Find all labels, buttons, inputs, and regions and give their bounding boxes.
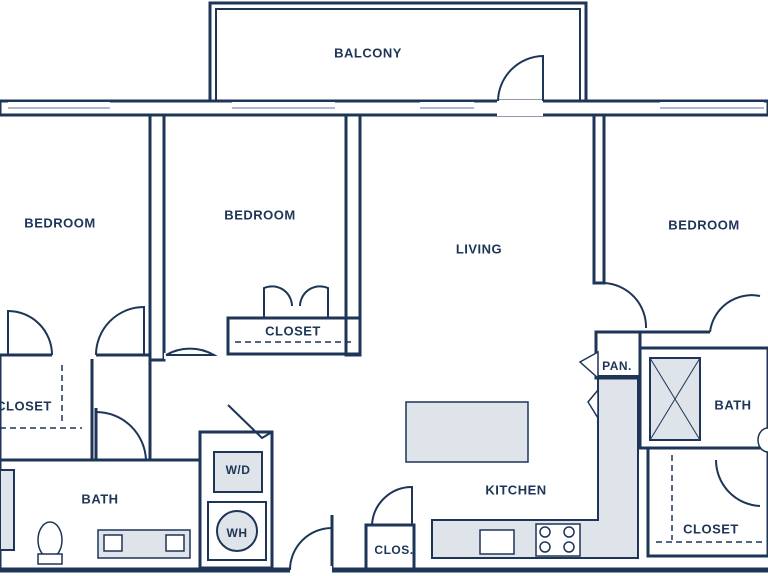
label-water-heater: WH	[226, 526, 248, 540]
room-label-bath-left: BATH	[81, 491, 119, 507]
label-washer-dryer: W/D	[225, 463, 251, 477]
room-label-closet-right: CLOSET	[683, 521, 739, 537]
closet-right-wall	[646, 446, 768, 558]
closet-small-wall	[364, 523, 416, 572]
door-swings	[7, 54, 761, 571]
sink-icon	[103, 534, 123, 552]
sink-icon	[165, 534, 185, 552]
room-label-closet-left: CLOSET	[0, 398, 52, 414]
exterior-wall-top	[0, 99, 768, 117]
room-label-living: LIVING	[455, 241, 503, 257]
closet-middle-wall	[226, 316, 362, 356]
room-label-bedroom-right: BEDROOM	[668, 217, 740, 233]
room-label-pantry: PAN.	[602, 359, 632, 373]
fixtures	[37, 350, 768, 565]
wall-bedroom-divider	[148, 113, 166, 362]
room-label-bedroom-middle: BEDROOM	[224, 207, 296, 223]
room-label-balcony: BALCONY	[334, 45, 402, 61]
room-label-bath-right: BATH	[714, 397, 752, 413]
kitchen-island	[405, 401, 529, 463]
wh-circle	[216, 510, 258, 552]
wd-box	[213, 451, 263, 493]
toilet-icon	[37, 521, 63, 559]
sink-right-icon	[757, 427, 768, 453]
room-label-closet-small: CLOS.	[374, 543, 414, 557]
wall-bedroom-right	[592, 113, 606, 285]
room-label-closet-middle: CLOSET	[265, 323, 321, 339]
bathtub	[0, 469, 15, 551]
kitchen-counter	[431, 375, 639, 559]
kitchen-sink-icon	[479, 529, 515, 555]
room-label-bedroom-left: BEDROOM	[24, 215, 96, 231]
room-label-kitchen: KITCHEN	[485, 482, 547, 498]
